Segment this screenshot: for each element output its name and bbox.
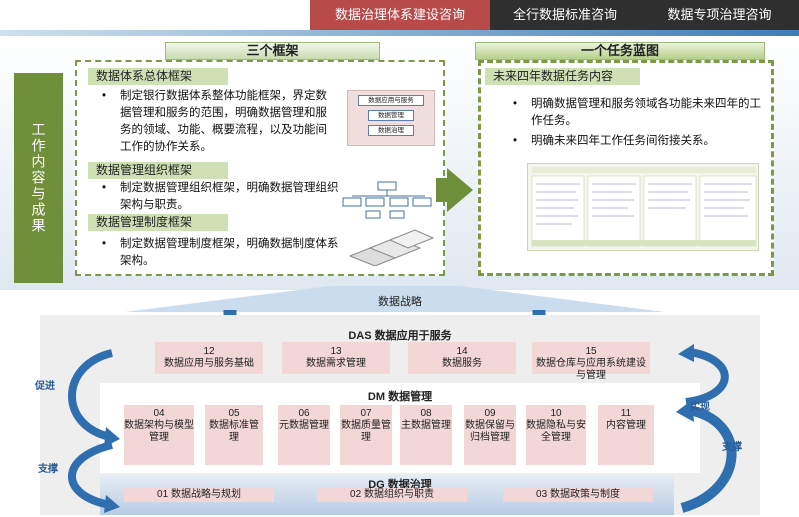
blueprint-thumbnail (527, 163, 759, 251)
section-title-policy: 数据管理制度框架 (88, 214, 228, 231)
section-title-organization: 数据管理组织框架 (88, 162, 228, 179)
left-cycle-arrow-icon (68, 349, 120, 513)
label-realize: 实现 (690, 402, 710, 413)
das-title: DAS 数据应用于服务 (348, 330, 452, 342)
task-bullet-1: •明确数据管理和服务领域各功能未来四年的工作任务。 (513, 98, 761, 127)
dg-box: 01 数据战略与规划 (124, 488, 274, 502)
top-divider (0, 30, 799, 36)
bullet-overall: •制定银行数据体系整体功能框架，界定数据管理和服务的范围，明确数据管理和服务的领… (102, 90, 327, 153)
dm-title: DM 数据管理 (367, 391, 433, 403)
mini-box-dm: 数据管理 (368, 110, 414, 121)
right-cycle-arrow-icon (676, 344, 737, 513)
flow-arrow-body (436, 178, 448, 202)
policy-documents-illustration (348, 229, 435, 266)
task-blueprint-header: 一个任务蓝图 (475, 42, 765, 60)
dg-box: 03 数据政策与制度 (503, 488, 653, 502)
dg-box: 02 数据组织与职责 (317, 488, 467, 502)
three-frameworks-header: 三个框架 (165, 42, 380, 60)
section-title-overall: 数据体系总体框架 (88, 68, 228, 85)
tab-data-standard-consulting[interactable]: 全行数据标准咨询 (490, 0, 640, 30)
flow-arrow-icon (447, 168, 473, 212)
org-chart-illustration (342, 181, 432, 219)
label-support-right: 支撑 (722, 442, 742, 453)
label-promote: 促进 (35, 381, 55, 392)
blueprint-grid-icon (531, 167, 757, 247)
mini-box-das: 数据应用与服务 (358, 95, 424, 106)
framework-mini-diagram: 数据应用与服务 数据管理 数据治理 (347, 90, 435, 146)
sidebar-label: 工作内容与成果 (14, 73, 63, 283)
label-support-left: 支撑 (38, 464, 58, 475)
tab-special-governance-consulting[interactable]: 数据专项治理咨询 (640, 0, 799, 30)
task-bullet-2: •明确未来四年工作任务间衔接关系。 (513, 135, 715, 147)
task-section-title: 未来四年数据任务内容 (485, 68, 640, 85)
bullet-organization: •制定数据管理组织框架，明确数据管理组织架构与职责。 (102, 182, 339, 211)
strategy-label: 数据战略 (378, 296, 422, 308)
bullet-policy: •制定数据管理制度框架，明确数据制度体系架构。 (102, 238, 339, 267)
tab-governance-consulting[interactable]: 数据治理体系建设咨询 (310, 0, 490, 30)
mini-box-dg: 数据治理 (368, 125, 414, 136)
